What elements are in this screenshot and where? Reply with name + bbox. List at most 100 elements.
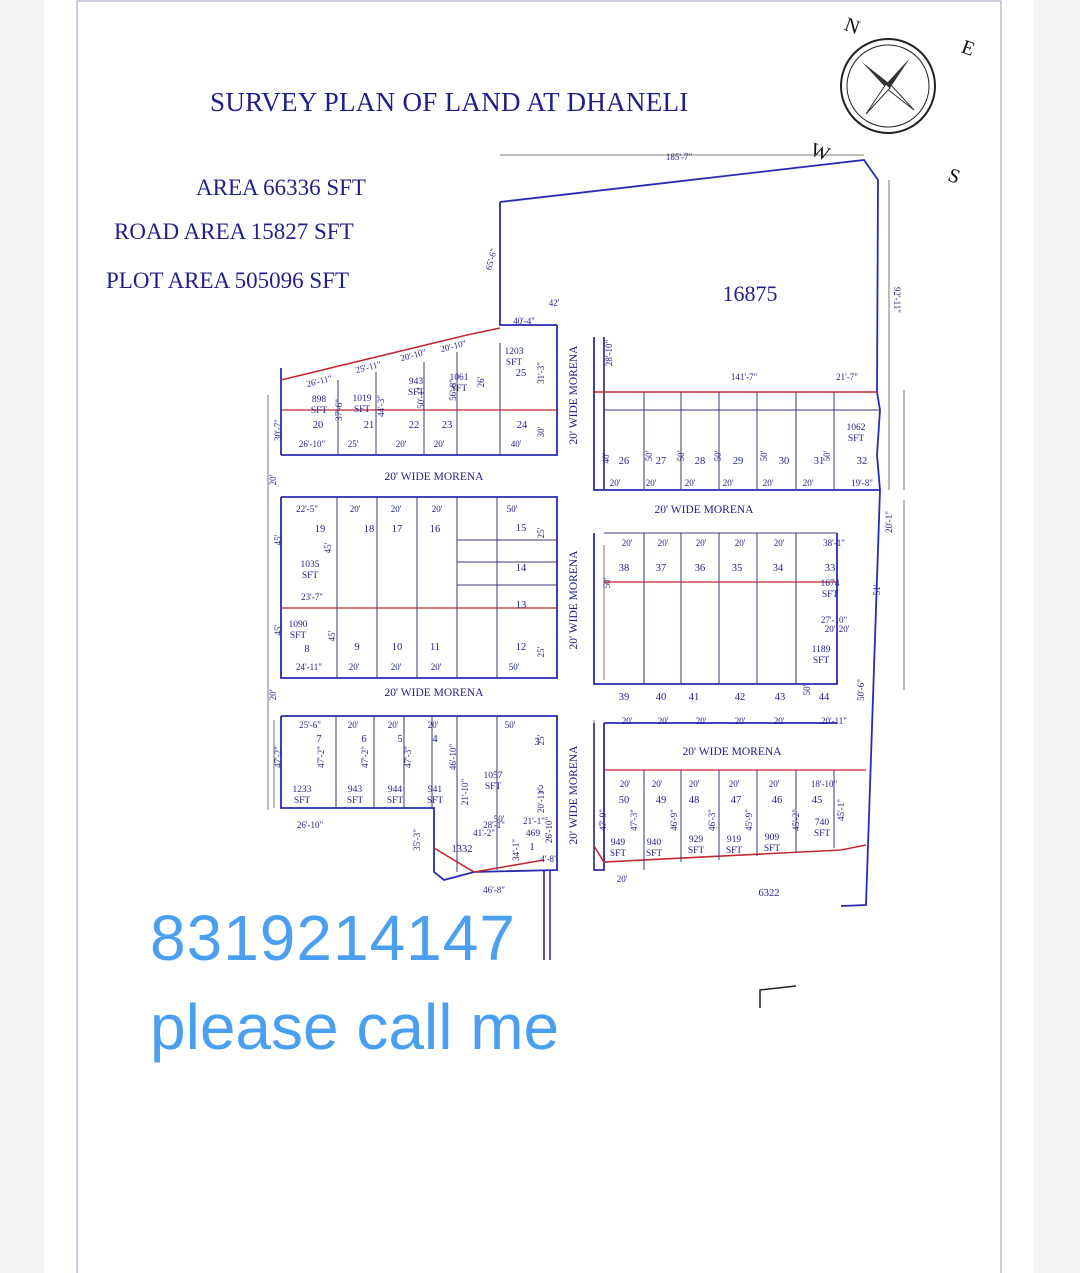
- dimension-label: 20': [391, 662, 402, 672]
- dimension-label: 31'-3": [536, 362, 546, 384]
- dimension-label: 45': [273, 624, 283, 635]
- dimension-label: 20': [652, 779, 663, 789]
- dimension-label: 20': [696, 716, 707, 726]
- dimension-label: 50': [759, 450, 769, 461]
- dimension-label: 46'-8": [483, 885, 505, 895]
- dimension-label: 20': [391, 504, 402, 514]
- plot-number-42: 42: [735, 692, 746, 703]
- dimension-label: 20': [434, 439, 445, 449]
- dimension-label: 47'-2": [360, 746, 370, 768]
- plot-number-4: 4: [432, 734, 438, 745]
- dimension-label: 47'-3": [629, 809, 639, 831]
- dimension-label: 20': [735, 538, 746, 548]
- dimension-label: 38'-1": [823, 538, 845, 548]
- dimension-label: 20': [617, 874, 628, 884]
- dimension-label: 26'-10": [299, 439, 326, 449]
- dimension-label: 20': [268, 474, 278, 485]
- dimension-label: 40': [511, 439, 522, 449]
- plot-area-unit-23: SFT: [451, 384, 468, 394]
- plot-area-19: 1035: [301, 560, 320, 570]
- dimension-label: 20': [348, 720, 359, 730]
- dimension-label: 20': [610, 478, 621, 488]
- dimension-label: 50': [644, 450, 654, 461]
- plot-area-6: 943: [348, 785, 363, 795]
- plot-area-unit-2: SFT: [485, 782, 502, 792]
- dimension-label: 24'-11": [296, 662, 322, 672]
- plot-number-14: 14: [516, 563, 527, 574]
- dimension-label: 50'-1": [416, 387, 426, 409]
- road-label-bottom-right: 20' WIDE MORENA: [683, 746, 783, 758]
- plot-number-9: 9: [354, 642, 359, 653]
- call-message: please call me: [150, 991, 560, 1063]
- plot-number-47: 47: [731, 795, 742, 806]
- plot-area-unit-49: SFT: [646, 849, 663, 859]
- road-label-vertical-bottom: 20' WIDE MORENA: [568, 745, 580, 845]
- dimension-label: 46'-3": [707, 809, 717, 831]
- dimension-label: 44'-3": [376, 395, 386, 417]
- plot-number-32: 32: [857, 456, 868, 467]
- plot-area-20: 898: [312, 395, 327, 405]
- dimension-label: 20': [825, 624, 836, 634]
- plot-number-25: 25: [516, 368, 527, 379]
- dimension-label: 20': [658, 538, 669, 548]
- dimension-label: 45': [327, 630, 337, 641]
- plot-area-1: 469: [526, 829, 541, 839]
- plot-number-17: 17: [392, 524, 403, 535]
- plot-area-unit-44: SFT: [813, 656, 830, 666]
- dimension-label: 21'-10": [460, 779, 470, 806]
- plot-number-13: 13: [516, 600, 527, 611]
- plot-number-18: 18: [364, 524, 375, 535]
- dimension-label: 20': [620, 779, 631, 789]
- dimension-label: 20': [774, 538, 785, 548]
- plot-area-49: 940: [647, 838, 662, 848]
- dimension-label: 30'-7": [273, 419, 283, 441]
- plot-number-5: 5: [397, 734, 402, 745]
- dimension-label: 27'-10": [821, 615, 848, 625]
- dimension-label: 185'-7": [666, 152, 693, 162]
- dimension-label: 28'-10": [604, 340, 614, 367]
- plot-area-7: 1233: [293, 785, 312, 795]
- plot-number-34: 34: [773, 563, 784, 574]
- dimension-label: 20': [622, 538, 633, 548]
- dimension-label: 47'-2": [273, 746, 283, 768]
- dimension-label: 50': [505, 720, 516, 730]
- dimension-label: 20': [723, 478, 734, 488]
- plot-area-unit-6: SFT: [347, 796, 364, 806]
- dimension-label: 50'-6": [856, 679, 866, 701]
- road-block-boundary: [280, 715, 558, 881]
- plot-boundary-red: [593, 844, 867, 863]
- plot-number-33: 33: [825, 563, 836, 574]
- dimension-label: 45': [323, 542, 333, 553]
- dimension-label: 34'-1": [511, 839, 521, 861]
- total-area: AREA 66336 SFT: [196, 175, 366, 200]
- dimension-label: 35'-3": [412, 829, 422, 851]
- compass-west-label: W: [807, 139, 832, 166]
- dimension-label: 20'-1": [884, 511, 894, 533]
- plot-number-19: 19: [315, 524, 326, 535]
- dimension-label: 65'-6": [483, 247, 498, 271]
- plot-area-unit-8: SFT: [290, 631, 307, 641]
- plot-number-43: 43: [775, 692, 786, 703]
- plot-area-33: 1674: [821, 579, 840, 589]
- dimension-label: 22'-5": [296, 504, 318, 514]
- plot-number-3: 3: [534, 737, 539, 748]
- dimension-label: 20'-10": [399, 347, 427, 363]
- plot-number-27: 27: [656, 456, 667, 467]
- plot-number-41: 41: [689, 692, 700, 703]
- plot-area-50: 949: [611, 838, 626, 848]
- dimension-label: 20': [729, 779, 740, 789]
- dimension-label: 20': [735, 716, 746, 726]
- plot-area-unit-50: SFT: [610, 849, 627, 859]
- plot-area-47: 919: [727, 835, 742, 845]
- dimension-label: 45': [273, 534, 283, 545]
- compass-east-label: E: [959, 36, 978, 61]
- dimension-label: 46'-10": [448, 744, 458, 771]
- plot-boundary-red: [280, 327, 501, 381]
- plot-area-2: 1057: [484, 771, 503, 781]
- plot-area-44: 1189: [812, 645, 831, 655]
- plot-area-48: 929: [689, 835, 704, 845]
- dimension-label: 50': [822, 450, 832, 461]
- compass-north-label: N: [841, 14, 862, 40]
